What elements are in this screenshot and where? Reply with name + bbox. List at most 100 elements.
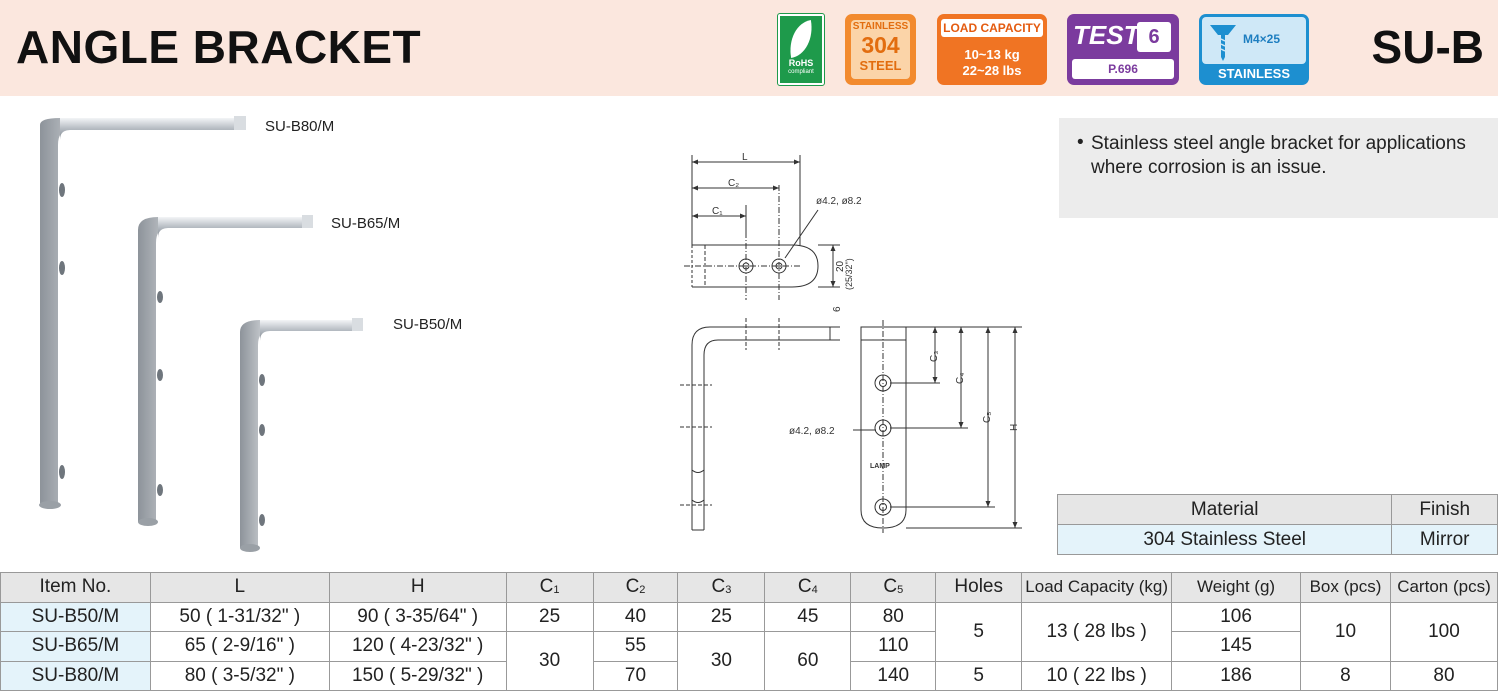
item-no-cell: SU-B50/M bbox=[0, 601, 151, 632]
description-bullet: • bbox=[1077, 132, 1084, 153]
front-view-plate bbox=[860, 326, 907, 529]
description-text: Stainless steel angle bracket for applic… bbox=[1091, 133, 1466, 178]
rohs-label: RoHS bbox=[788, 58, 814, 68]
col-c4: C4 bbox=[764, 572, 852, 603]
item-no-cell: SU-B80/M bbox=[0, 660, 151, 691]
product-label-b50: SU-B50/M bbox=[393, 316, 463, 333]
material-value: 304 Stainless Steel bbox=[1056, 524, 1393, 555]
dim-c1: C₁ bbox=[712, 206, 723, 217]
col-item-no: Item No. bbox=[0, 572, 151, 603]
col-c3: C3 bbox=[677, 572, 766, 603]
weight-cell: 145 bbox=[1171, 631, 1301, 662]
grade-label: 304 bbox=[861, 32, 900, 58]
c2-cell: 70 bbox=[592, 660, 679, 691]
l-cell: 65 ( 2-9/16" ) bbox=[149, 631, 330, 662]
load-capacity-label: LOAD CAPACITY bbox=[941, 19, 1043, 37]
dim-c4: C₄ bbox=[955, 373, 966, 384]
l-cell: 50 ( 1-31/32" ) bbox=[149, 601, 330, 632]
rohs-compliant-label: compliant bbox=[788, 69, 814, 75]
col-c5: C5 bbox=[850, 572, 937, 603]
holes-cell: 5 bbox=[935, 660, 1023, 691]
table-row: SU-B50/M 50 ( 1-31/32" ) 90 ( 3-35/64" )… bbox=[0, 601, 1498, 662]
h-cell: 90 ( 3-35/64" ) bbox=[328, 601, 507, 632]
load-cell: 10 ( 22 lbs ) bbox=[1021, 660, 1173, 691]
dim-c2: C₂ bbox=[728, 178, 739, 189]
c5-cell: 140 bbox=[850, 660, 937, 691]
page-title: ANGLE BRACKET bbox=[16, 21, 422, 73]
c2-cell: 40 bbox=[592, 601, 679, 632]
leaf-icon bbox=[785, 20, 817, 58]
dim-c3: C₃ bbox=[929, 351, 940, 362]
top-view-plate bbox=[692, 244, 819, 288]
weight-cell: 106 bbox=[1171, 601, 1301, 632]
side-view-profile bbox=[691, 326, 830, 530]
load-cell: 13 ( 28 lbs ) bbox=[1021, 601, 1173, 662]
technical-drawing: L C₂ C₁ ø4.2, ø8.2 20 (25/32") 6 ø4.2, ø… bbox=[680, 152, 1022, 533]
spec-header-row: Item No. L H C1 C2 C3 C4 C5 Holes Load C… bbox=[0, 572, 1498, 603]
rohs-badge: RoHS compliant bbox=[777, 13, 825, 86]
c5-cell: 80 bbox=[850, 601, 937, 632]
holes-cell: 5 bbox=[935, 601, 1023, 662]
test-label: TEST bbox=[1073, 20, 1140, 50]
l-cell: 80 ( 3-5/32" ) bbox=[149, 660, 330, 691]
test-number: 6 bbox=[1137, 22, 1171, 52]
stainless-label: STAINLESS bbox=[852, 21, 909, 32]
h-cell: 120 ( 4-23/32" ) bbox=[328, 631, 507, 662]
col-c2: C2 bbox=[592, 572, 679, 603]
weight-cell: 186 bbox=[1171, 660, 1301, 691]
dim-thickness: 6 bbox=[832, 306, 843, 312]
brand-mark: LAMP bbox=[870, 463, 890, 470]
c3-cell: 25 bbox=[677, 601, 766, 632]
dim-width: 20 bbox=[835, 260, 846, 272]
c4-cell: 45 bbox=[764, 601, 852, 632]
spec-table: Item No. L H C1 C2 C3 C4 C5 Holes Load C… bbox=[0, 572, 1498, 691]
product-label-b80: SU-B80/M bbox=[265, 118, 335, 135]
item-no-cell: SU-B65/M bbox=[0, 631, 151, 662]
col-box: Box (pcs) bbox=[1300, 572, 1391, 603]
material-table: Material Finish 304 Stainless Steel Mirr… bbox=[1056, 494, 1498, 555]
product-label-b65: SU-B65/M bbox=[331, 215, 401, 232]
col-carton: Carton (pcs) bbox=[1389, 572, 1498, 603]
table-row: SU-B65/M 65 ( 2-9/16" ) 120 ( 4-23/32" )… bbox=[0, 631, 1498, 691]
header-banner: ANGLE BRACKET RoHS compliant STAINLESS 3… bbox=[0, 0, 1498, 96]
dim-h: H bbox=[1009, 424, 1020, 431]
carton-cell: 100 bbox=[1389, 601, 1498, 662]
box-cell: 10 bbox=[1300, 601, 1391, 662]
load-lbs-value: 22~28 lbs bbox=[962, 63, 1022, 78]
bracket-photo-b50 bbox=[240, 318, 363, 552]
dim-l: L bbox=[742, 152, 748, 163]
product-code: SU-B bbox=[1371, 21, 1484, 73]
c4-cell: 60 bbox=[764, 631, 852, 691]
finish-header: Finish bbox=[1391, 494, 1498, 525]
col-h: H bbox=[328, 572, 507, 603]
bracket-photo-b80 bbox=[39, 116, 246, 509]
load-capacity-badge: LOAD CAPACITY 10~13 kg 22~28 lbs bbox=[937, 14, 1047, 85]
screw-badge: M4×25 STAINLESS bbox=[1199, 14, 1309, 85]
col-load-capacity: Load Capacity (kg) bbox=[1021, 572, 1173, 603]
side-hole-label: ø4.2, ø8.2 bbox=[789, 426, 835, 437]
c5-cell: 110 bbox=[850, 631, 937, 662]
dim-c5: C₅ bbox=[982, 412, 993, 423]
c3-cell: 30 bbox=[677, 631, 766, 691]
test-badge: TEST 6 P.696 bbox=[1067, 14, 1179, 85]
h-cell: 150 ( 5-29/32" ) bbox=[328, 660, 507, 691]
c1-cell: 30 bbox=[505, 631, 594, 691]
c1-cell: 25 bbox=[505, 601, 594, 632]
steel-label: STEEL bbox=[859, 58, 902, 73]
carton-cell: 80 bbox=[1389, 660, 1498, 691]
box-cell: 8 bbox=[1300, 660, 1391, 691]
stainless-304-badge: STAINLESS 304 STEEL bbox=[845, 14, 916, 85]
finish-value: Mirror bbox=[1391, 524, 1498, 555]
screw-material: STAINLESS bbox=[1218, 66, 1290, 81]
product-illustrations bbox=[39, 116, 363, 552]
load-kg-value: 10~13 kg bbox=[964, 47, 1020, 62]
c2-cell: 55 bbox=[592, 631, 679, 662]
col-holes: Holes bbox=[935, 572, 1023, 603]
col-l: L bbox=[149, 572, 330, 603]
screw-size: M4×25 bbox=[1243, 32, 1281, 46]
col-weight: Weight (g) bbox=[1171, 572, 1301, 603]
description-box: • Stainless steel angle bracket for appl… bbox=[1059, 118, 1498, 218]
col-c1: C1 bbox=[505, 572, 594, 603]
table-row: SU-B80/M 80 ( 3-5/32" ) 150 ( 5-29/32" )… bbox=[0, 660, 1498, 691]
test-page-ref: P.696 bbox=[1072, 59, 1174, 79]
